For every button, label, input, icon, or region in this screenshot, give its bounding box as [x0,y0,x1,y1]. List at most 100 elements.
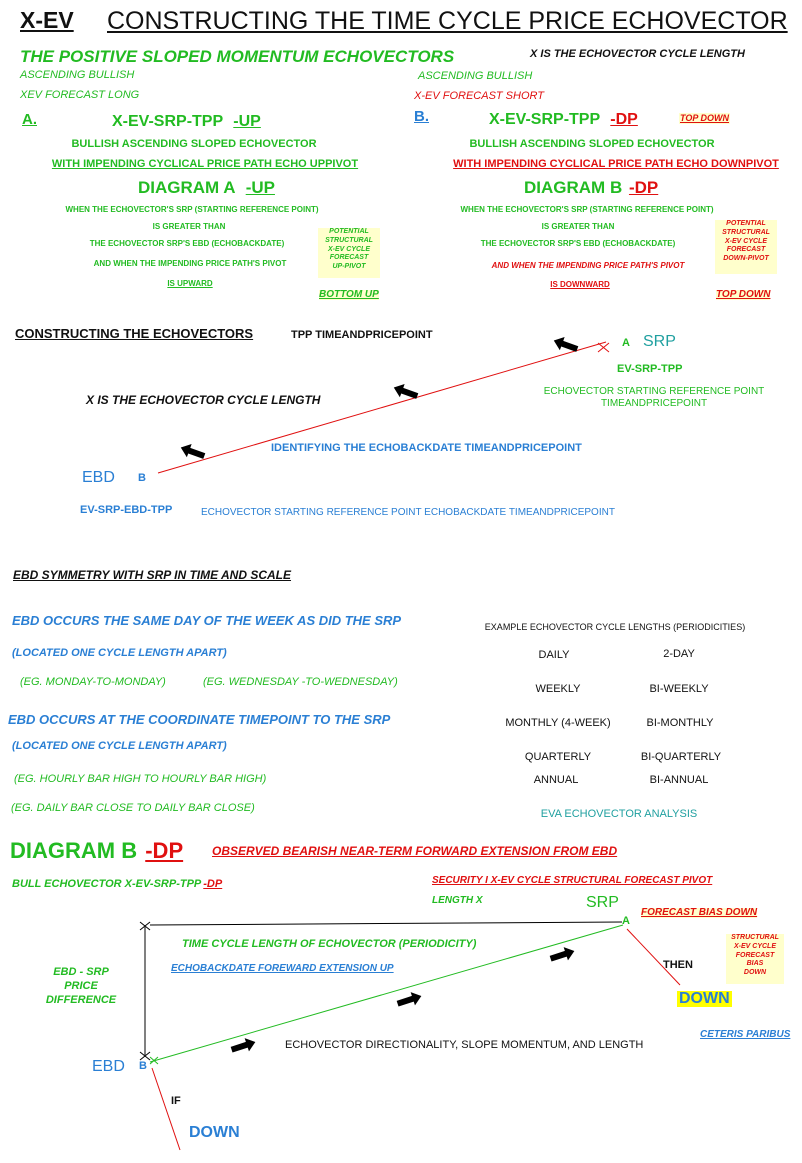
arrow-icon [396,992,422,1007]
right-line2: WITH IMPENDING CYCLICAL PRICE PATH ECHO … [453,158,779,170]
arrow-icon [230,1038,256,1053]
right-cond1: WHEN THE ECHOVECTOR'S SRP (STARTING REFE… [460,205,714,214]
construct-ev-srp-tpp: EV-SRP-TPP [617,363,683,375]
construct-heading: CONSTRUCTING THE ECHOVECTORS [15,326,254,341]
note-line: FORECAST [735,951,775,959]
note-line: STRUCTURAL [325,236,373,244]
right-letter: B. [414,108,429,125]
diagram-b-price-diff: EBD - SRP PRICE DIFFERENCE [46,966,116,1007]
left-note-label: BOTTOM UP [319,289,379,300]
left-sub1: ASCENDING BULLISH [20,69,135,81]
echovector-line [157,341,607,474]
construct-ebd-desc: ECHOVECTOR STARTING REFERENCE POINT ECHO… [201,507,615,518]
symmetry-l3a: (EG. MONDAY-TO-MONDAY) [20,676,166,688]
left-code-suffix: -UP [233,113,261,130]
arrow-icon [553,337,579,352]
diagram-b-then: THEN [663,959,693,971]
construct-ebd: EBD [82,469,115,486]
diagram-b-if: IF [171,1095,181,1107]
note-line: STRUCTURAL [731,934,779,941]
lengths-cell: 2-DAY [663,648,695,660]
page-title: CONSTRUCTING THE TIME CYCLE PRICE ECHOVE… [107,7,788,35]
note-line: DOWN-PIVOT [723,255,769,262]
right-note-label: TOP DOWN [716,289,771,300]
note-line: X-EV CYCLE [724,237,767,245]
diagram-b-bias-note: STRUCTURAL X-EV CYCLE FORECAST BIAS DOWN [726,934,784,984]
note-line: X-EV CYCLE [327,245,370,253]
left-line2: WITH IMPENDING CYCLICAL PRICE PATH ECHO … [51,158,359,170]
symmetry-l6: (EG. HOURLY BAR HIGH TO HOURLY BAR HIGH) [14,773,267,785]
diagram-b-main: DIAGRAM B [10,838,138,863]
note-line: FORECAST [726,246,766,254]
symmetry-l4: EBD OCCURS AT THE COORDINATE TIMEPOINT T… [8,712,391,727]
note-line: DOWN [743,969,767,976]
right-diagram-title: DIAGRAM B -DP [524,179,658,196]
left-cond5: IS UPWARD [167,279,213,288]
construct-srp-desc2: TIMEANDPRICEPOINT [600,398,708,409]
lengths-cell: BI-MONTHLY [646,717,714,729]
lengths-cell: BI-QUARTERLY [640,751,722,763]
diagram-b-bull-main: BULL ECHOVECTOR X-EV-SRP-TPP [12,878,202,890]
diagram-b-security: SECURITY I X-EV CYCLE STRUCTURAL FORECAS… [432,875,713,886]
diagram-b-srp: SRP [586,894,619,911]
construct-srp-desc1: ECHOVECTOR STARTING REFERENCE POINT [543,386,765,397]
construct-identify: IDENTIFYING THE ECHOBACKDATE TIMEANDPRIC… [271,442,582,454]
diagram-b-observed: OBSERVED BEARISH NEAR-TERM FORWARD EXTEN… [212,844,618,858]
diagram-b-ebd-extension: ECHOBACKDATE FOREWARD EXTENSION UP [171,963,394,974]
lengths-cell: BI-WEEKLY [649,683,709,695]
right-cond3: THE ECHOVECTOR SRP'S EBD (ECHOBACKDATE) [480,239,676,248]
construct-tpp: TPP TIMEANDPRICEPOINT [291,329,433,341]
left-cond2: IS GREATER THAN [152,222,226,231]
lengths-cell: BI-ANNUAL [649,774,709,786]
right-code: X-EV-SRP-TPP -DP [489,112,638,128]
arrow-icon [180,444,206,459]
left-letter: A. [22,111,37,128]
left-cond4: AND WHEN THE IMPENDING PRICE PATH'S PIVO… [93,259,287,268]
lengths-cell: WEEKLY [535,683,581,695]
construct-cycle-length: X IS THE ECHOVECTOR CYCLE LENGTH [86,393,321,407]
lengths-title: EXAMPLE ECHOVECTOR CYCLE LENGTHS (PERIOD… [484,622,746,632]
right-heading: X IS THE ECHOVECTOR CYCLE LENGTH [530,48,745,60]
diagram-b-down-right: DOWN [677,990,732,1007]
diagram-b-forecast-bias: FORECAST BIAS DOWN [641,907,758,918]
lengths-cell: MONTHLY (4-WEEK) [505,717,611,729]
diagram-b-ebd: EBD [92,1058,125,1075]
left-cond3: THE ECHOVECTOR SRP'S EBD (ECHOBACKDATE) [89,239,285,248]
price-diff-line: PRICE [64,979,98,992]
symmetry-l1: EBD OCCURS THE SAME DAY OF THE WEEK AS D… [12,613,402,628]
lengths-cell: ANNUAL [533,774,579,786]
left-code: X-EV-SRP-TPP -UP [112,114,261,130]
left-code-main: X-EV-SRP-TPP [112,113,223,130]
forecast-down-line [626,928,681,986]
arrow-icon [393,384,419,399]
symmetry-l3b: (EG. WEDNESDAY -TO-WEDNESDAY) [203,676,398,688]
left-heading: THE POSITIVE SLOPED MOMENTUM ECHOVECTORS [20,47,455,66]
length-x-line [149,921,623,926]
right-code-suffix: -DP [610,111,638,128]
diagram-b-bull-suffix: -DP [203,878,223,890]
diagram-b-title: DIAGRAM B -DP [10,840,183,862]
lengths-cell: DAILY [538,649,570,661]
left-pivot-note: POTENTIAL STRUCTURAL X-EV CYCLE FORECAST… [318,228,380,278]
green-echovector-line [149,924,624,1063]
ebd-down-line [151,1067,181,1151]
note-line: X-EV CYCLE [733,942,776,950]
note-line: POTENTIAL [329,228,369,235]
diagram-b-point-a: A [622,915,630,927]
right-sub1: ASCENDING BULLISH [418,70,533,82]
diagram-b-suffix: -DP [145,838,184,863]
arrow-icon [549,947,575,962]
eva-label: EVA ECHOVECTOR ANALYSIS [540,808,698,820]
note-line: STRUCTURAL [722,228,770,236]
construct-srp: SRP [643,333,676,350]
left-line1: BULLISH ASCENDING SLOPED ECHOVECTOR [71,138,317,150]
right-diagram-suffix: -DP [628,178,659,197]
price-diff-line: EBD - SRP [53,966,109,978]
right-line1: BULLISH ASCENDING SLOPED ECHOVECTOR [469,138,715,150]
note-line: UP-PIVOT [332,263,366,270]
symmetry-heading: EBD SYMMETRY WITH SRP IN TIME AND SCALE [13,568,292,582]
diagram-b-time-cycle: TIME CYCLE LENGTH OF ECHOVECTOR (PERIODI… [182,938,477,950]
left-diagram-main: DIAGRAM A [138,178,235,197]
price-diff-line: DIFFERENCE [45,993,117,1006]
